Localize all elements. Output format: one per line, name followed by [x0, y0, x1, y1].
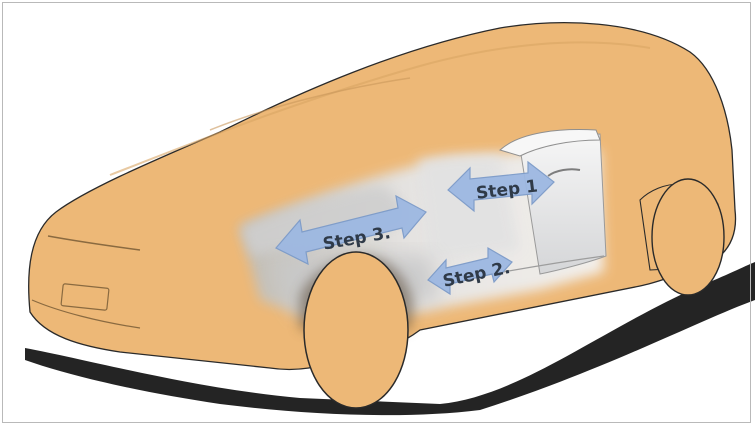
- rear-wheel: [652, 179, 724, 295]
- front-wheel: [304, 252, 408, 408]
